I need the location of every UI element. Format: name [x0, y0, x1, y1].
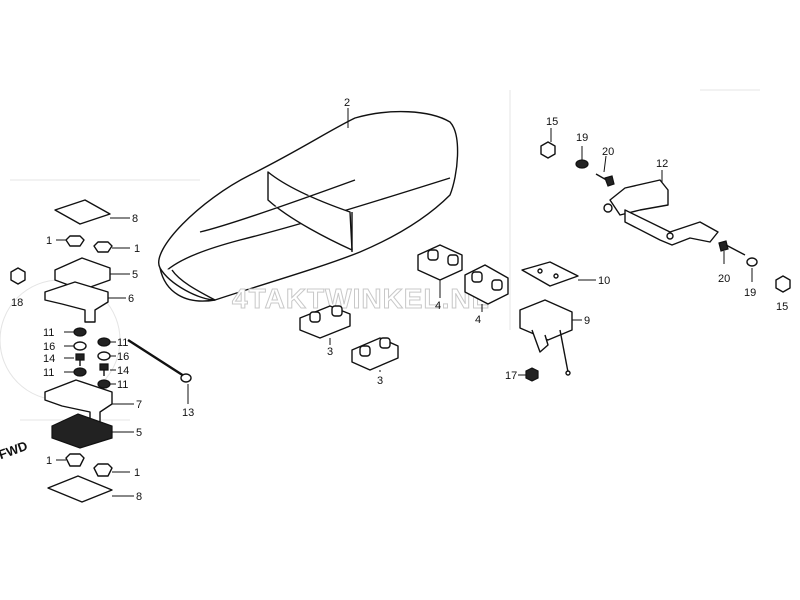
- callout-hinge-right: 9: [584, 315, 590, 327]
- callout-nut-17: 17: [505, 370, 517, 382]
- rubber-1-tr: [93, 241, 113, 253]
- callout-washer-11-c: 11: [43, 367, 54, 379]
- callout-hinge-plate-top: 5: [132, 269, 138, 281]
- callout-rubber-1-tr: 1: [134, 243, 140, 255]
- callout-bracket-top: 6: [128, 293, 134, 305]
- callout-hinge-plate-bottom: 5: [136, 427, 142, 439]
- bolt-20-bottom: [718, 240, 746, 256]
- rubber-1-bl: [65, 453, 85, 467]
- hinge-block-right: [464, 264, 509, 305]
- callout-rubber-1-bl: 1: [46, 455, 52, 467]
- callout-washer-11-b: 11: [117, 337, 128, 349]
- callout-bolt-19-top: 19: [576, 132, 588, 144]
- plate-top: [54, 199, 111, 225]
- callout-washer-20-top: 20: [602, 146, 614, 158]
- callout-washer-11-d: 11: [117, 379, 128, 391]
- callout-bracket-bottom: 7: [136, 399, 142, 411]
- callout-bolt-14-b: 14: [117, 365, 129, 377]
- washer-19-top: [575, 159, 589, 169]
- seat: [158, 110, 459, 302]
- callout-bolt-14-a: 14: [43, 353, 55, 365]
- nut-17: [525, 367, 539, 382]
- callout-hinge-block-right: 4: [475, 314, 481, 326]
- watermark: 4TAKTWINKEL.NL: [232, 283, 490, 314]
- fwd-label: FWD: [0, 438, 29, 462]
- hinge-plate-top: [54, 257, 111, 291]
- callout-washer-16-a: 16: [43, 341, 55, 353]
- callout-rubber-block-front: 3: [327, 346, 333, 358]
- callout-washer-16-b: 16: [117, 351, 129, 363]
- callout-rubber-block-rear: 3: [377, 375, 383, 387]
- rubber-1-br: [93, 463, 113, 477]
- rubber-1-tl: [65, 235, 85, 247]
- callout-bolt-19-bottom: 19: [744, 287, 756, 299]
- callout-rubber-1-br: 1: [134, 467, 140, 479]
- callout-bracket-12: 12: [656, 158, 668, 170]
- washer-19-bottom: [746, 257, 758, 267]
- rubber-block-front: [299, 305, 351, 339]
- bolt-20-top: [595, 173, 615, 187]
- hinge-block-left: [417, 244, 463, 281]
- callout-rubber-1-tl: 1: [46, 235, 52, 247]
- callout-seat: 2: [344, 97, 350, 109]
- washer-16-a: [73, 341, 87, 351]
- washer-11-d: [97, 379, 111, 389]
- callout-nut-15-bottom: 15: [776, 301, 788, 313]
- callout-plate-right: 10: [598, 275, 610, 287]
- bolt-14-b: [99, 363, 109, 376]
- hinge-plate-bottom: [51, 413, 113, 449]
- bolt-14-a: [75, 353, 85, 366]
- callout-washer-11-a: 11: [43, 327, 54, 339]
- bracket-12: [603, 179, 719, 246]
- nut-15-top: [540, 141, 556, 159]
- washer-11-c: [73, 367, 87, 377]
- plate-bottom: [47, 475, 113, 503]
- rubber-block-rear: [351, 337, 399, 371]
- hinge-right: [519, 299, 573, 376]
- nut-15-bottom: [775, 275, 791, 293]
- callout-nut-15-top: 15: [546, 116, 558, 128]
- nut-18: [10, 267, 26, 285]
- callout-plate-bottom: 8: [136, 491, 142, 503]
- washer-11-a: [73, 327, 87, 337]
- bracket-top: [44, 281, 109, 323]
- callout-nut-18: 18: [11, 297, 23, 309]
- callout-rod-13: 13: [182, 407, 194, 419]
- rod-13: [127, 338, 192, 383]
- washer-16-b: [97, 351, 111, 361]
- callout-washer-20-bottom: 20: [718, 273, 730, 285]
- callout-plate-top: 8: [132, 213, 138, 225]
- plate-right: [521, 261, 579, 287]
- washer-11-b: [97, 337, 111, 347]
- callout-hinge-block-left: 4: [435, 300, 441, 312]
